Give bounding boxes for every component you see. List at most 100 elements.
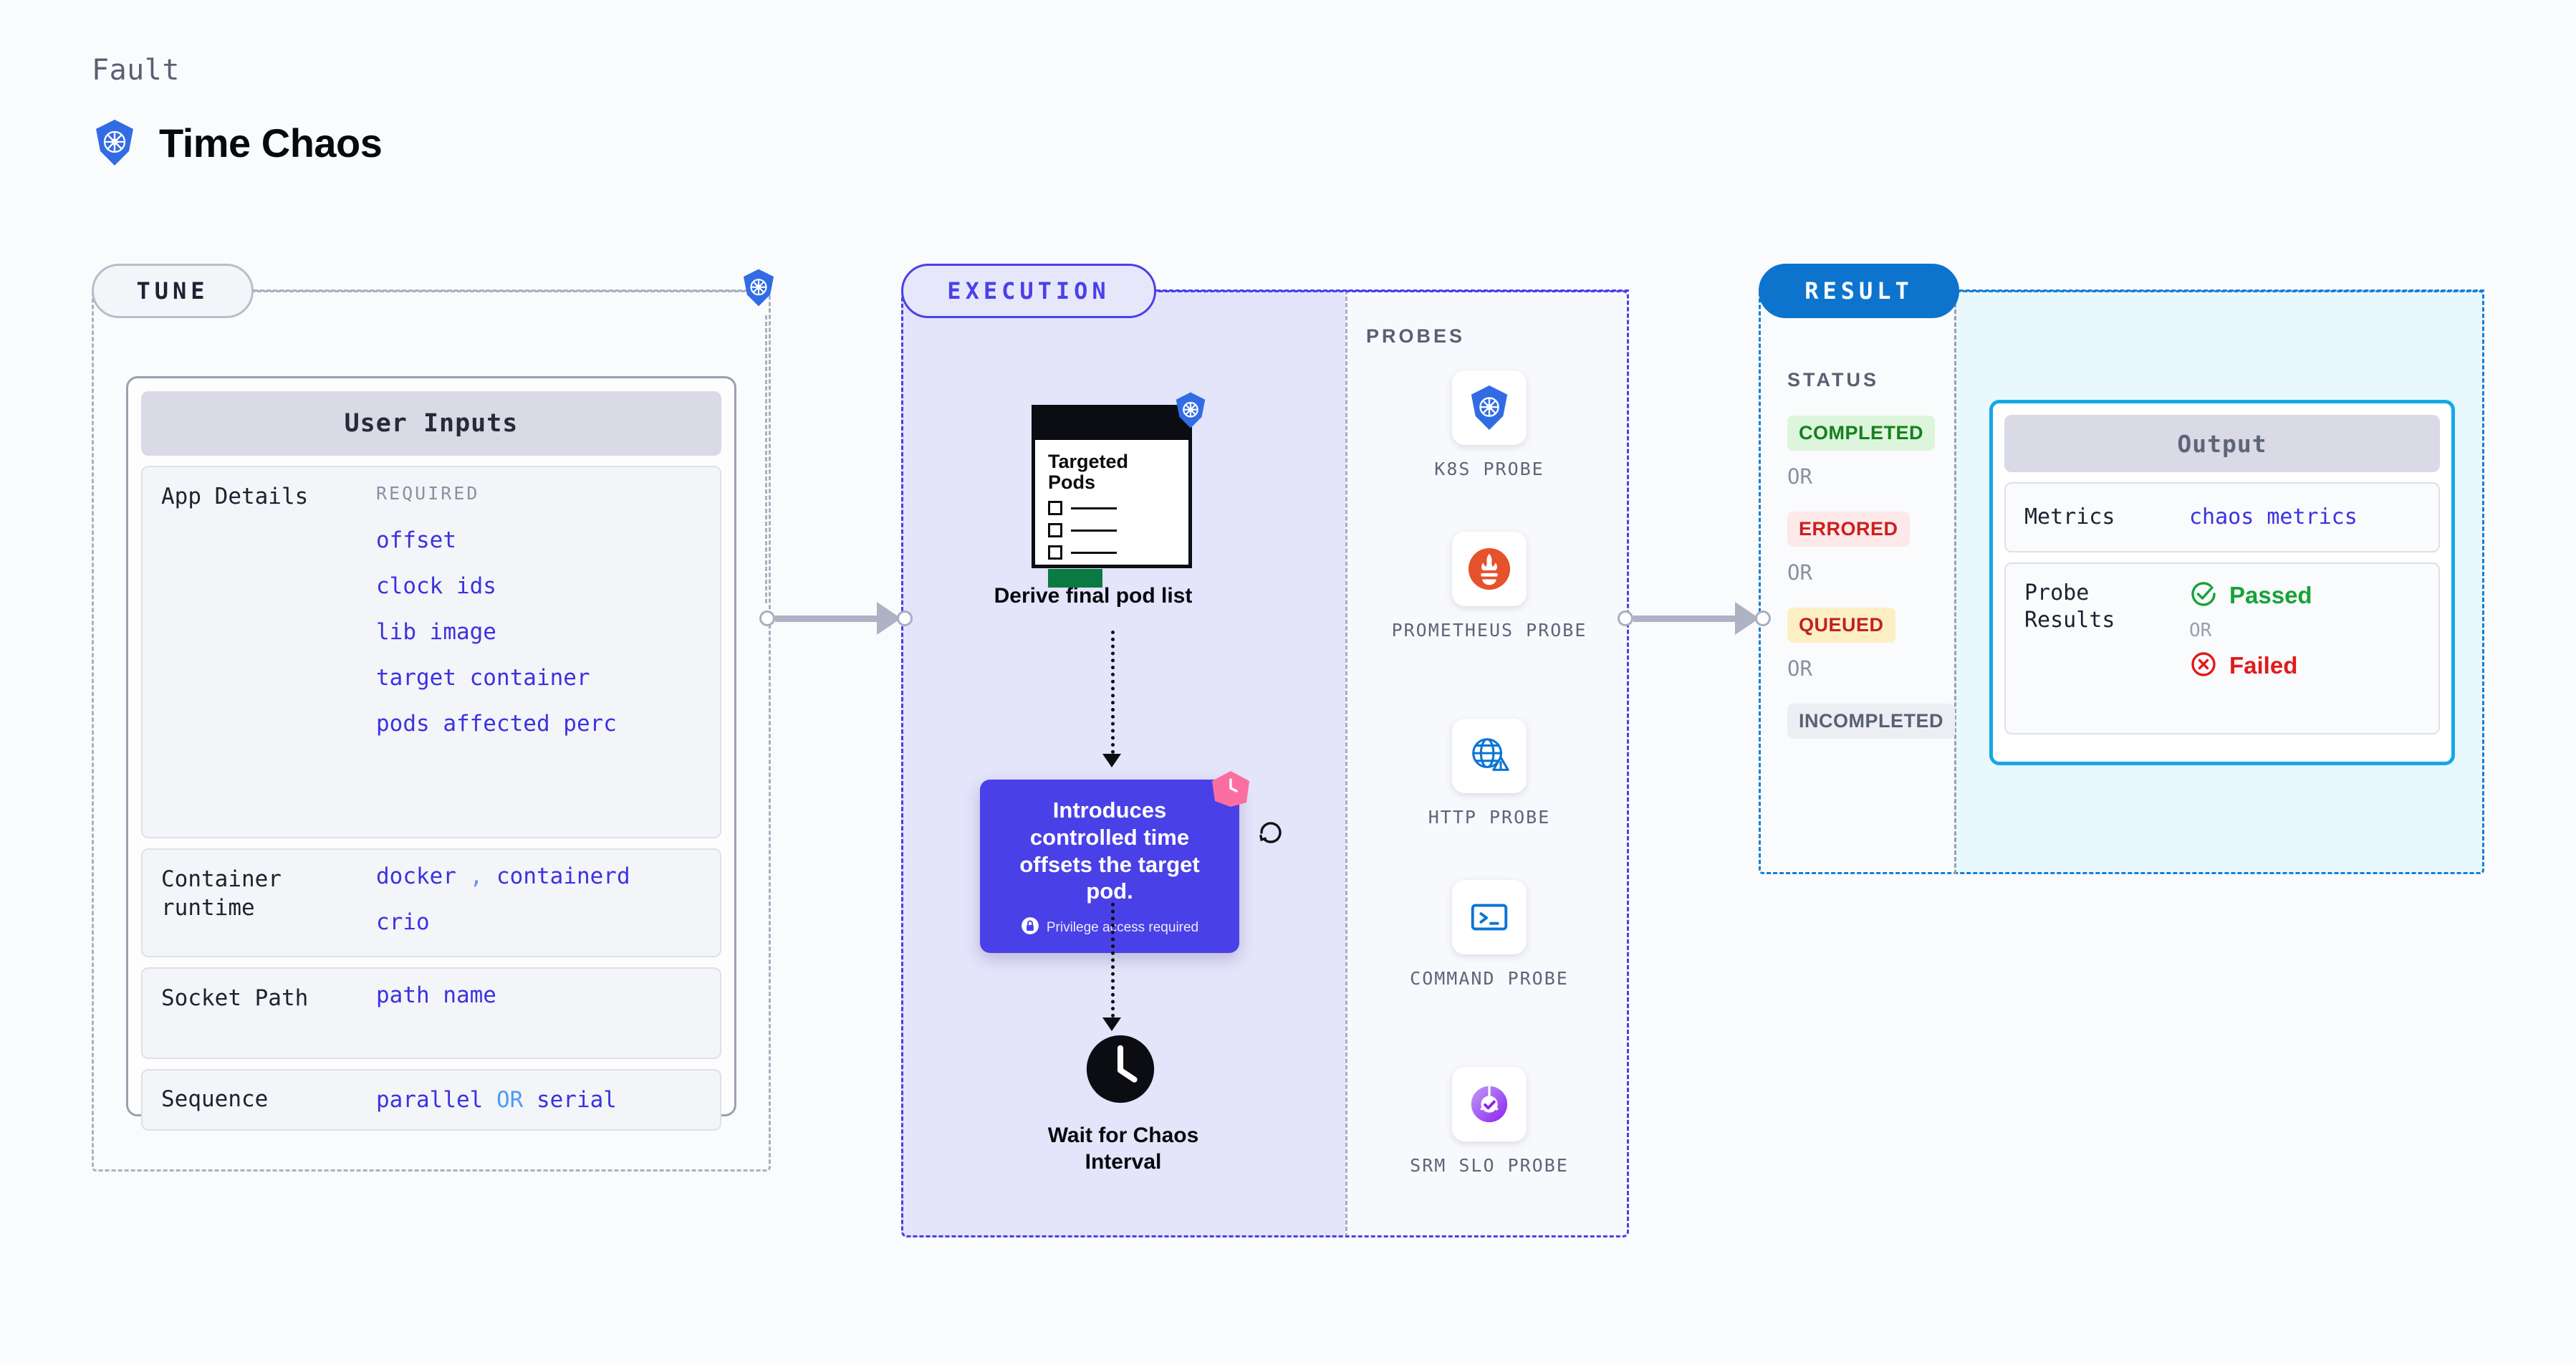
row-key: Sequence: [161, 1086, 269, 1113]
refresh-icon[interactable]: [1255, 817, 1287, 852]
param-clock-ids: clock ids: [376, 573, 496, 599]
flow-arrowhead: [1102, 1017, 1121, 1031]
checkbox-icon: [1048, 501, 1062, 516]
tune-k8s-stem-line: [765, 315, 767, 603]
connector-line: [775, 615, 878, 622]
probe-item-command[interactable]: COMMAND PROBE: [1347, 880, 1631, 991]
param-lib-image: lib image: [376, 619, 496, 645]
row-values: chaos metrics: [2189, 507, 2420, 528]
row-key: App Details: [161, 484, 309, 509]
connector-line: [1633, 615, 1736, 622]
kubernetes-icon: [1173, 391, 1208, 433]
connector-end-dot: [897, 610, 913, 626]
probe-item-http[interactable]: HTTP PROBE: [1347, 719, 1631, 830]
connector-execution-to-result: [1618, 602, 1771, 635]
probe-item-prometheus[interactable]: PROMETHEUS PROBE: [1347, 532, 1631, 643]
flow-line-pods-to-tooltip: [1111, 631, 1115, 754]
row-key: Metrics: [2024, 504, 2115, 530]
table-row: Metrics chaos metrics: [2004, 482, 2440, 552]
probe-result-or: OR: [2189, 620, 2212, 641]
fault-description-text: Introduces controlled time offsets the t…: [1019, 798, 1200, 904]
status-badge-completed: COMPLETED: [1787, 416, 1936, 451]
param-container-runtime-primary: docker , containerd: [376, 863, 630, 889]
wait-for-chaos-interval-node: Wait for Chaos Interval: [1048, 1032, 1198, 1175]
connector-start-dot: [759, 610, 775, 626]
probe-item-srm-slo[interactable]: SRM SLO PROBE: [1347, 1067, 1631, 1178]
tune-top-dashed-line: [254, 289, 755, 292]
placeholder-line: [1071, 529, 1117, 532]
status-badge-errored: ERRORED: [1787, 512, 1910, 547]
clock-icon: [1083, 1035, 1158, 1109]
status-badge-incompleted: INCOMPLETED: [1787, 704, 1956, 739]
status-bar: [1048, 569, 1102, 588]
output-card: Output Metrics chaos metrics Probe Resul…: [1989, 400, 2455, 765]
row-values: REQUIRED offset clock ids lib image targ…: [376, 483, 701, 821]
status-or-1: OR: [1787, 464, 1812, 489]
page-title: Time Chaos: [159, 120, 383, 166]
checkbox-icon: [1048, 545, 1062, 560]
execution-top-dashed-line: [1156, 289, 1629, 292]
row-key: Container runtime: [161, 866, 282, 921]
status-section-title: STATUS: [1787, 369, 1879, 391]
kubernetes-icon: [92, 118, 138, 167]
status-or-2: OR: [1787, 560, 1812, 585]
targeted-pods-card: Targeted Pods: [1032, 392, 1206, 588]
result-stage-pill[interactable]: RESULT: [1759, 264, 1959, 318]
prometheus-icon: [1452, 532, 1527, 606]
required-label: REQUIRED: [376, 483, 480, 504]
table-row: App Details REQUIRED offset clock ids li…: [141, 466, 721, 838]
row-values: docker , containerd crio: [376, 866, 701, 940]
table-row: Probe Results Passed OR: [2004, 562, 2440, 734]
table-row: Container runtime docker , containerd cr…: [141, 848, 721, 957]
card-title-bar: [1035, 408, 1188, 440]
targeted-pods-node: Targeted Pods: [994, 392, 1206, 608]
check-circle-icon: [2189, 580, 2218, 611]
row-key: Probe Results: [2024, 580, 2115, 633]
passed-label: Passed: [2229, 582, 2312, 608]
row-values: parallel OR serial: [376, 1088, 701, 1111]
kubernetes-icon: [1452, 370, 1527, 445]
lock-icon: [1021, 916, 1039, 939]
user-inputs-card: User Inputs App Details REQUIRED offset …: [126, 376, 736, 1131]
list-item: [1048, 523, 1176, 538]
result-top-dashed-line: [1959, 289, 2484, 292]
param-container-runtime-crio: crio: [376, 909, 430, 935]
list-item: [1048, 545, 1176, 560]
status-or-3: OR: [1787, 656, 1812, 681]
execution-stage-pill[interactable]: EXECUTION: [901, 264, 1156, 318]
output-card-title: Output: [2004, 415, 2440, 472]
row-values: path name: [376, 985, 701, 1042]
clock-ribbon-icon: [1209, 770, 1251, 812]
list-item: [1048, 501, 1176, 516]
tune-stage-pill[interactable]: TUNE: [92, 264, 254, 318]
privilege-note: Privilege access required: [1046, 919, 1199, 935]
placeholder-line: [1071, 551, 1117, 554]
probe-label: COMMAND PROBE: [1410, 968, 1569, 989]
probe-label: SRM SLO PROBE: [1410, 1155, 1569, 1176]
probe-label: HTTP PROBE: [1428, 807, 1551, 828]
fault-description-tooltip: Introduces controlled time offsets the t…: [980, 771, 1249, 954]
probes-section-title: PROBES: [1366, 325, 1466, 347]
flow-line-tooltip-to-wait: [1111, 903, 1115, 1017]
flow-arrowhead: [1102, 754, 1121, 767]
connector-start-dot: [1618, 610, 1633, 626]
probe-label: PROMETHEUS PROBE: [1391, 620, 1587, 641]
status-badge-queued: QUEUED: [1787, 608, 1895, 643]
placeholder-line: [1071, 507, 1117, 509]
connector-tune-to-execution: [759, 602, 913, 635]
probe-label: K8S PROBE: [1434, 459, 1544, 479]
param-pods-affected-perc: pods affected perc: [376, 711, 617, 737]
wait-caption: Wait for Chaos Interval: [1047, 1124, 1199, 1174]
terminal-icon: [1452, 880, 1527, 954]
x-circle-icon: [2189, 650, 2218, 681]
failed-label: Failed: [2229, 652, 2298, 679]
param-offset: offset: [376, 527, 456, 553]
row-key: Socket Path: [161, 985, 309, 1011]
user-inputs-title: User Inputs: [141, 391, 721, 456]
globe-warning-icon: [1452, 719, 1527, 793]
probe-item-k8s[interactable]: K8S PROBE: [1347, 370, 1631, 482]
page-title-row: Time Chaos: [92, 118, 383, 167]
probe-result-failed: Failed: [2189, 650, 2420, 681]
row-values: Passed OR Failed: [2189, 580, 2420, 717]
srm-slo-donut-icon: [1452, 1067, 1527, 1141]
